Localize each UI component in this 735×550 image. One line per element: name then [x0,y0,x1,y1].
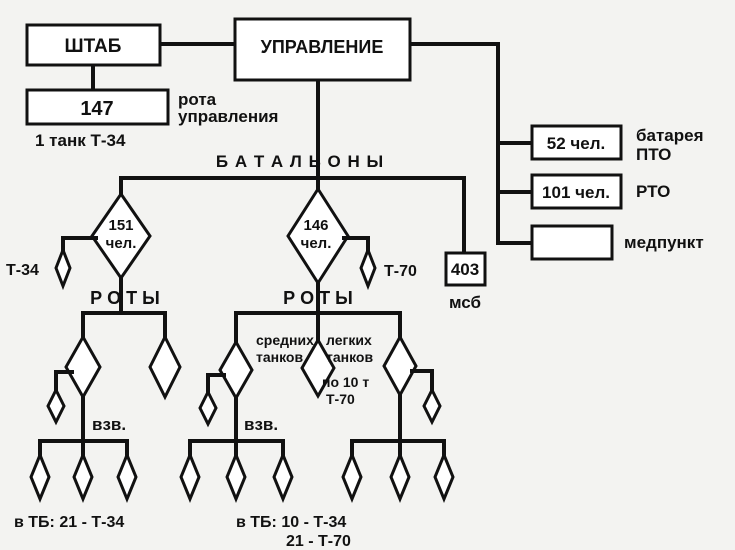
msb-number: 403 [451,260,479,279]
company-mid-c-diamond [382,333,418,399]
mid-a-tank-diamond [198,388,218,428]
battalion-left-tank: Т-34 [6,262,39,279]
note-left: в ТБ: 21 - Т-34 [14,514,124,531]
hq-company-number: 147 [80,98,113,120]
rto-label: РТО [636,182,670,201]
rto-box [530,173,623,210]
platoon-left-3-diamond [116,451,138,503]
platoon-mid-2-diamond [225,451,247,503]
note-mid-2: 21 - Т-70 [286,533,351,550]
light-tanks-4: Т-70 [326,391,355,407]
platoon-mid-4-diamond [341,451,363,503]
at-battery-label-1: батарея [636,126,704,145]
light-tanks-1: легких [326,332,372,348]
msb-label: мсб [449,293,481,312]
platoon-label-left: взв. [92,415,126,434]
battalion-mid-unit: чел. [301,235,332,252]
at-battery-value: 52 чел. [547,134,605,153]
battalion-left-strength: 151 [108,217,133,234]
tank-t34-diamond [54,245,72,291]
left-a-tank-diamond [46,386,66,426]
platoon-left-1-diamond [29,451,51,503]
companies-label-left: Р О Т Ы [90,288,160,308]
platoon-label-mid: взв. [244,415,278,434]
company-left-b-diamond [148,333,182,401]
company-left-a-diamond [64,333,102,401]
hq-box [25,23,162,67]
at-battery-box [530,124,623,161]
tank-t70-diamond [359,245,377,291]
hq-label: ШТАБ [65,36,122,57]
msb-box [444,251,487,287]
light-tanks-2: танков [326,349,373,365]
medium-tanks-1: средних [256,332,314,348]
note-mid-1: в ТБ: 10 - Т-34 [236,514,346,531]
platoon-mid-5-diamond [389,451,411,503]
battalion-mid-tank: Т-70 [384,263,417,280]
command-box [233,17,412,82]
battalion-mid-strength: 146 [303,217,328,234]
platoon-mid-3-diamond [272,451,294,503]
hq-company-label-2: управления [178,107,278,126]
medpoint-label: медпункт [624,233,704,252]
mid-c-tank-diamond [422,386,442,426]
battalion-left-unit: чел. [106,235,137,252]
medium-tanks-2: танков [256,349,303,365]
command-label: УПРАВЛЕНИЕ [261,37,384,57]
hq-company-box [25,88,170,126]
rto-value: 101 чел. [542,183,610,202]
company-mid-a-diamond [218,338,254,402]
hq-company-label-1: рота [178,90,217,109]
company-mid-b-diamond [300,336,336,400]
platoon-mid-6-diamond [433,451,455,503]
battalions-label: Б А Т А Л Ь О Н Ы [216,152,384,171]
companies-label-mid: Р О Т Ы [283,288,353,308]
at-battery-label-2: ПТО [636,145,671,164]
medpoint-box [530,224,614,261]
platoon-left-2-diamond [72,451,94,503]
light-tanks-3: по 10 т [322,374,369,390]
platoon-mid-1-diamond [179,451,201,503]
hq-company-tank: 1 танк Т-34 [35,131,126,150]
